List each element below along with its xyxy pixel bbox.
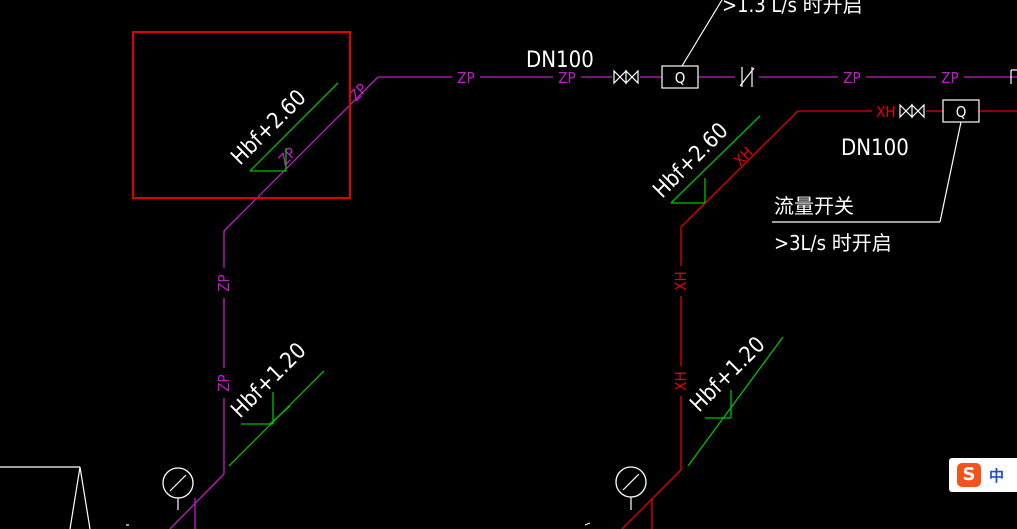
flow-switch-condition-top: >1.3 L/s 时开启 [722, 0, 863, 17]
check-valve-symbol-partial[interactable] [1010, 69, 1017, 84]
gate-valve-symbol[interactable] [612, 69, 640, 85]
elevation-label: Hbf+1.20 [227, 338, 312, 423]
elevation-label: Hbf+2.60 [649, 118, 734, 203]
zp-label: ZP [558, 69, 575, 87]
xh-label: XH [672, 271, 690, 290]
flow-switch-text: 流量开关 [774, 194, 854, 218]
xh-label: XH [672, 371, 690, 390]
zp-label: ZP [215, 374, 233, 391]
check-valve-symbol[interactable] [735, 66, 759, 88]
pressure-gauge-icon[interactable] [162, 467, 194, 510]
zp-label: ZP [457, 69, 474, 87]
zp-label: ZP [275, 144, 300, 169]
pipe-size-label: DN100 [841, 136, 909, 161]
equipment-outline[interactable] [0, 466, 591, 529]
ime-toolbar[interactable]: S 中 [949, 458, 1017, 492]
ime-mode-indicator[interactable]: 中 [989, 466, 1005, 485]
leader-line [681, 0, 962, 223]
elevation-marker[interactable]: Hbf+1.20 [686, 332, 784, 467]
xh-label: XH [730, 143, 756, 169]
gate-valve-symbol[interactable] [898, 103, 926, 119]
elevation-label: Hbf+1.20 [686, 332, 771, 417]
sogou-logo-icon: S [957, 463, 981, 487]
selection-box[interactable] [132, 31, 351, 199]
pipe-size-label: DN100 [526, 48, 594, 73]
elevation-marker[interactable]: Hbf+1.20 [227, 338, 325, 467]
xh-label: XH [876, 103, 895, 121]
zp-pipe-diagonal[interactable] [223, 76, 379, 232]
flow-switch-symbol[interactable]: Q [942, 99, 980, 123]
flow-switch-label: Q [675, 69, 686, 87]
zp-pipe-lower-diagonal[interactable] [169, 473, 225, 529]
xh-pipe-diagonal[interactable] [680, 110, 799, 228]
flow-switch-label: Q [956, 103, 967, 121]
flow-switch-condition: >3L/s 时开启 [774, 231, 892, 255]
flow-switch-symbol[interactable]: Q [661, 65, 699, 89]
pressure-gauge-icon[interactable] [615, 466, 647, 510]
zp-label: ZP [215, 274, 233, 291]
zp-label: ZP [941, 69, 958, 87]
zp-label: ZP [843, 69, 860, 87]
